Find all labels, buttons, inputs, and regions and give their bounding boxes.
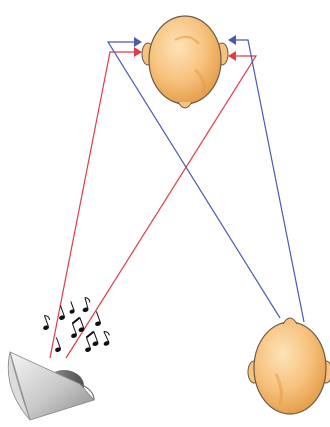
blue-path-right: [236, 40, 304, 322]
music-notes-icon: [39, 297, 113, 353]
arrowhead-icon: [228, 35, 236, 45]
listener-head-icon: [142, 16, 228, 108]
arrowhead-icon: [228, 51, 236, 61]
loudspeaker-icon: [8, 352, 94, 420]
listener-head-icon: [248, 318, 330, 414]
arrowhead-icon: [134, 37, 142, 47]
arrowhead-icon: [134, 47, 142, 57]
red-path-right: [66, 56, 256, 358]
